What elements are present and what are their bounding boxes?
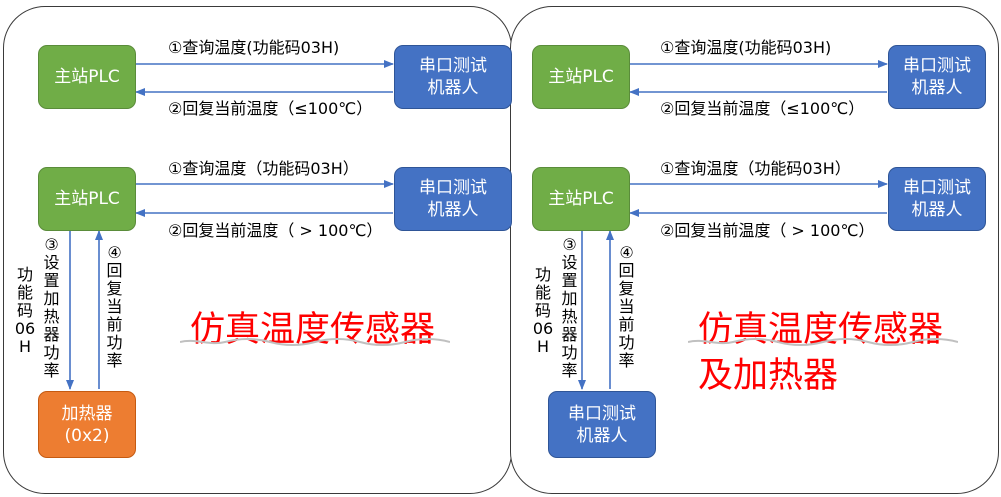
right-title-shadow	[688, 338, 958, 346]
left-heater-box: 加热器 (0x2)	[38, 391, 136, 458]
right-top-robot-box: 串口测试 机器人	[888, 45, 986, 109]
left-top-reply-label: ②回复当前温度（≤100℃）	[168, 99, 373, 118]
left-func-code-label: 功能码06H	[14, 265, 36, 356]
right-title-line1: 仿真温度传感器	[698, 310, 944, 350]
left-set-power-label: ③设置加热器功率	[43, 235, 60, 380]
left-title-shadow	[180, 338, 450, 346]
right-bottom-robot-box: 串口测试 机器人	[888, 167, 986, 231]
left-top-query-label: ①查询温度(功能码03H)	[168, 38, 340, 57]
right-func-code-label: 功能码06H	[532, 265, 554, 356]
left-top-robot-box: 串口测试 机器人	[394, 45, 512, 109]
right-top-plc-box: 主站PLC	[532, 45, 630, 109]
right-set-power-label: ③设置加热器功率	[561, 235, 578, 380]
left-bottom-reply-label: ②回复当前温度（ > 100℃）	[168, 221, 383, 240]
right-heater-robot-box: 串口测试 机器人	[548, 391, 656, 458]
right-bottom-plc-box: 主站PLC	[532, 167, 630, 231]
right-title-line2: 及加热器	[698, 356, 839, 396]
right-bottom-reply-label: ②回复当前温度（ > 100℃）	[660, 221, 875, 240]
left-bottom-query-label: ①查询温度（功能码03H）	[168, 159, 359, 178]
left-bottom-robot-box: 串口测试 机器人	[394, 167, 512, 231]
left-bottom-plc-box: 主站PLC	[38, 167, 136, 231]
left-reply-power-label: ④回复当前功率	[106, 243, 123, 370]
left-title: 仿真温度传感器	[190, 310, 436, 350]
left-top-plc-box: 主站PLC	[38, 45, 136, 109]
right-bottom-query-label: ①查询温度（功能码03H）	[660, 159, 851, 178]
right-top-query-label: ①查询温度(功能码03H)	[660, 38, 832, 57]
right-top-reply-label: ②回复当前温度（≤100℃）	[660, 99, 865, 118]
right-reply-power-label: ④回复当前功率	[618, 243, 635, 370]
